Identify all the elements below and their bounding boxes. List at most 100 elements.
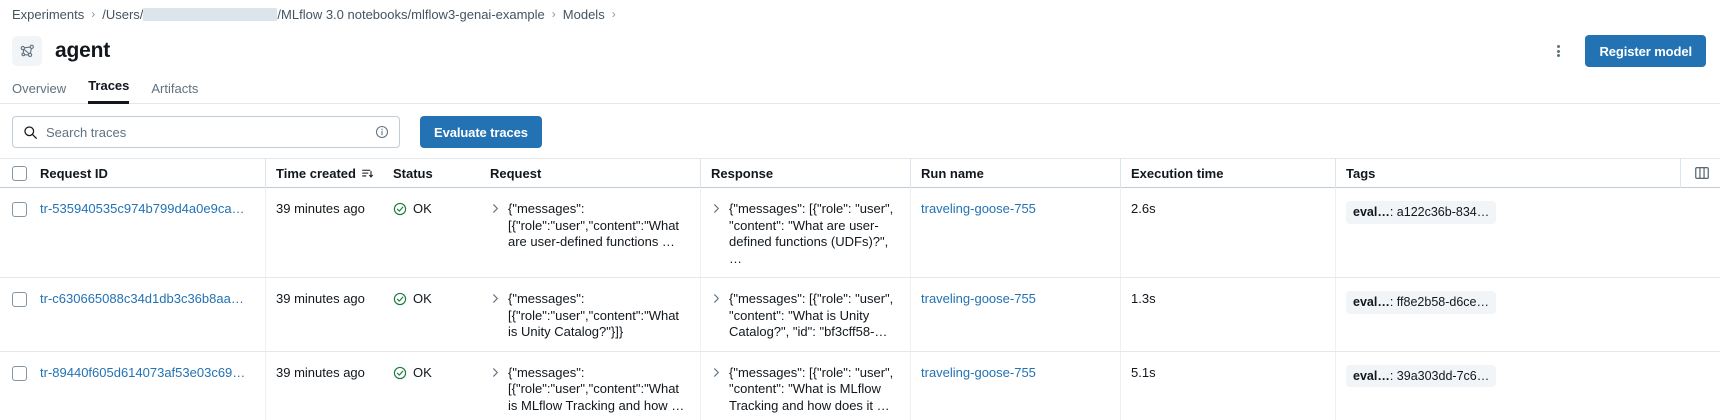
breadcrumb-item-experiments[interactable]: Experiments <box>12 6 85 22</box>
tab-bar: Overview Traces Artifacts <box>0 72 1720 104</box>
chevron-right-icon[interactable] <box>711 293 722 304</box>
cell-status: OK <box>393 278 490 351</box>
page-header: agent Register model <box>0 28 1720 72</box>
cell-execution-time: 2.6s <box>1120 188 1335 277</box>
chevron-right-icon[interactable] <box>490 293 501 304</box>
chevron-right-icon[interactable] <box>711 203 722 214</box>
tab-traces[interactable]: Traces <box>88 78 130 104</box>
cell-request: {"messages": [{"role":"user","content":"… <box>490 188 700 277</box>
cell-time-created: 39 minutes ago <box>265 278 393 351</box>
cell-tags: eval…: a122c36b-834… <box>1335 188 1680 277</box>
request-id-link[interactable]: tr-535940535c974b799d4a0e9ca… <box>40 201 245 216</box>
row-select-cell <box>12 352 40 420</box>
breadcrumb-item-experiment-path[interactable]: /Users/ /MLflow 3.0 notebooks/mlflow3-ge… <box>102 7 545 22</box>
tag-value: 39a303dd-7c6… <box>1396 368 1490 383</box>
response-preview: {"messages": [{"role": "user", "content"… <box>729 291 894 339</box>
column-header-run-name-label: Run name <box>921 165 984 181</box>
request-preview: {"messages": [{"role":"user","content":"… <box>508 291 680 339</box>
column-header-execution-time-label: Execution time <box>1131 165 1224 181</box>
row-spacer-cell <box>1680 188 1720 277</box>
search-icon <box>23 125 38 140</box>
table-row[interactable]: tr-c630665088c34d1db3c36b8aa… 39 minutes… <box>0 278 1720 352</box>
cell-request-id: tr-c630665088c34d1db3c36b8aa… <box>40 278 265 351</box>
column-header-request-label: Request <box>490 165 542 181</box>
check-circle-icon <box>393 366 407 380</box>
tab-artifacts[interactable]: Artifacts <box>151 81 199 96</box>
column-header-status[interactable]: Status <box>393 158 490 188</box>
search-traces-box[interactable] <box>12 116 400 148</box>
row-checkbox[interactable] <box>12 202 27 217</box>
column-header-tags-label: Tags <box>1346 165 1376 181</box>
column-header-response[interactable]: Response <box>700 158 910 188</box>
request-id-link[interactable]: tr-89440f605d614073af53e03c69… <box>40 364 246 380</box>
breadcrumb-user-prefix: /Users/ <box>102 6 144 22</box>
row-select-cell <box>12 278 40 351</box>
chevron-right-icon[interactable] <box>490 367 501 378</box>
tag-value: ff8e2b58-d6ce… <box>1396 295 1489 309</box>
run-name-link[interactable]: traveling-goose-755 <box>921 364 1036 380</box>
traces-toolbar: Evaluate traces <box>0 104 1720 158</box>
info-circle-icon[interactable] <box>375 125 389 139</box>
status-label: OK <box>413 364 432 380</box>
cell-request-id: tr-89440f605d614073af53e03c69… <box>40 352 265 420</box>
column-header-time-created[interactable]: Time created <box>265 158 393 188</box>
tab-overview[interactable]: Overview <box>12 81 67 96</box>
cell-run-name: traveling-goose-755 <box>910 351 1120 420</box>
breadcrumb-path-suffix: /MLflow 3.0 notebooks/mlflow3-genai-exam… <box>277 6 545 22</box>
breadcrumb-separator-icon: › <box>551 7 556 21</box>
more-vertical-icon[interactable] <box>1545 38 1571 64</box>
sort-descending-icon[interactable] <box>361 167 374 180</box>
evaluate-traces-button[interactable]: Evaluate traces <box>420 116 542 148</box>
tag-chip[interactable]: eval…: ff8e2b58-d6ce… <box>1346 291 1496 314</box>
breadcrumb-item-models[interactable]: Models <box>562 6 605 22</box>
columns-icon[interactable] <box>1691 160 1712 186</box>
tag-chip[interactable]: eval…: 39a303dd-7c6… <box>1346 364 1497 387</box>
column-header-request-id-label: Request ID <box>40 165 108 181</box>
row-checkbox[interactable] <box>12 365 27 381</box>
column-header-response-label: Response <box>711 165 774 181</box>
cell-run-name: traveling-goose-755 <box>910 278 1120 351</box>
request-id-link[interactable]: tr-c630665088c34d1db3c36b8aa… <box>40 291 244 306</box>
status-label: OK <box>413 291 432 306</box>
column-header-run-name[interactable]: Run name <box>910 158 1120 188</box>
run-name-link[interactable]: traveling-goose-755 <box>921 291 1036 306</box>
column-header-status-label: Status <box>393 165 433 181</box>
breadcrumb-separator-icon: › <box>91 7 96 21</box>
select-all-checkbox[interactable] <box>12 165 27 181</box>
tag-chip[interactable]: eval…: a122c36b-834… <box>1346 201 1497 224</box>
cell-response: {"messages": [{"role": "user", "content"… <box>700 351 910 420</box>
row-spacer-cell <box>1680 352 1720 420</box>
chevron-right-icon[interactable] <box>490 203 501 214</box>
cell-status: OK <box>393 188 490 277</box>
chevron-right-icon[interactable] <box>711 367 722 378</box>
row-checkbox[interactable] <box>12 292 27 307</box>
run-name-link[interactable]: traveling-goose-755 <box>921 201 1036 216</box>
cell-request: {"messages": [{"role":"user","content":"… <box>490 352 700 420</box>
tag-key: eval… <box>1353 368 1390 383</box>
traces-table: Request ID Time created Status Request R… <box>0 158 1720 420</box>
cell-execution-time: 5.1s <box>1120 351 1335 420</box>
cell-execution-time: 1.3s <box>1120 278 1335 351</box>
column-header-tags[interactable]: Tags <box>1335 158 1680 188</box>
row-spacer-cell <box>1680 278 1720 351</box>
search-input[interactable] <box>38 124 375 140</box>
status-label: OK <box>413 201 432 216</box>
column-header-request[interactable]: Request <box>490 158 700 188</box>
response-preview: {"messages": [{"role": "user", "content"… <box>729 364 894 413</box>
cell-request-id: tr-535940535c974b799d4a0e9ca… <box>40 188 265 277</box>
column-header-request-id[interactable]: Request ID <box>40 158 265 188</box>
column-settings-cell <box>1680 158 1720 188</box>
table-row[interactable]: tr-535940535c974b799d4a0e9ca… 39 minutes… <box>0 188 1720 278</box>
row-select-cell <box>12 188 40 277</box>
select-all-header <box>12 158 40 188</box>
column-header-execution-time[interactable]: Execution time <box>1120 158 1335 188</box>
cell-time-created: 39 minutes ago <box>265 188 393 277</box>
register-model-button[interactable]: Register model <box>1585 35 1706 67</box>
breadcrumb-redacted-block <box>143 7 278 21</box>
request-preview: {"messages": [{"role":"user","content":"… <box>508 364 685 413</box>
table-row[interactable]: tr-89440f605d614073af53e03c69… 39 minute… <box>0 351 1720 420</box>
check-circle-icon <box>393 292 407 306</box>
request-preview: {"messages": [{"role":"user","content":"… <box>508 201 680 249</box>
tag-key: eval… <box>1353 205 1390 219</box>
cell-request: {"messages": [{"role":"user","content":"… <box>490 278 700 351</box>
